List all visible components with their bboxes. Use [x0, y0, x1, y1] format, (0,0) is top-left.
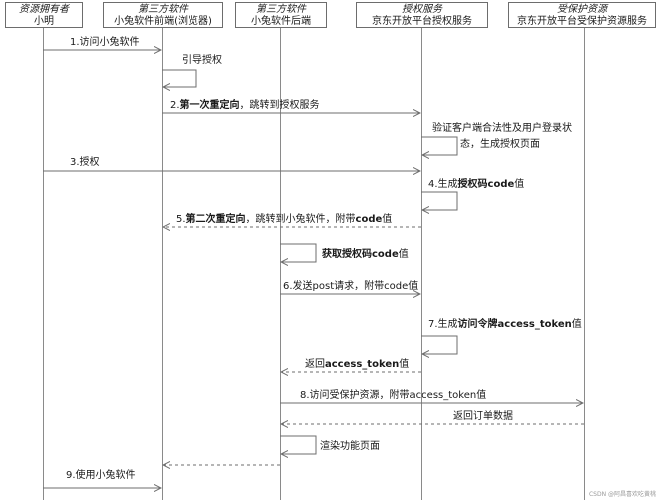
self-message-arrow	[162, 69, 197, 87]
message-label: 返回access_token值	[305, 357, 409, 370]
message-label: 引导授权	[182, 53, 222, 66]
participant-role: 授权服务	[402, 4, 442, 15]
self-message-arrow	[421, 335, 458, 354]
message-label: 渲染功能页面	[320, 439, 380, 452]
participant-role: 第三方软件	[256, 4, 306, 15]
participant-role: 第三方软件	[138, 4, 188, 15]
participant-name: 小明	[34, 16, 54, 27]
participant-frontend: 第三方软件 小兔软件前端(浏览器)	[103, 2, 223, 28]
message-label: 获取授权码code值	[321, 247, 409, 260]
self-message-arrow	[280, 435, 317, 454]
message-label: 1.访问小兔软件	[70, 35, 140, 48]
participant-resource-owner: 资源拥有者 小明	[5, 2, 83, 28]
message-label: 3.授权	[70, 155, 100, 168]
participant-role: 受保护资源	[557, 4, 607, 15]
lifeline-resource-owner	[43, 28, 44, 500]
lifeline-auth-service	[421, 28, 422, 500]
message-label: 返回订单数据	[453, 409, 513, 422]
message-label: 9.使用小兔软件	[66, 468, 136, 481]
message-label: 7.生成访问令牌access_token值	[428, 317, 582, 330]
lifeline-frontend	[162, 28, 163, 500]
lifeline-resource-service	[584, 28, 585, 500]
participant-name: 小兔软件前端(浏览器)	[114, 16, 212, 27]
message-label-line2: 态，生成授权页面	[460, 137, 540, 150]
message-label: 5.第二次重定向，跳转到小兔软件，附带code值	[176, 212, 392, 225]
self-message-arrow	[421, 191, 458, 210]
message-label: 验证客户端合法性及用户登录状	[432, 121, 572, 134]
participant-resource-service: 受保护资源 京东开放平台受保护资源服务	[508, 2, 656, 28]
participant-backend: 第三方软件 小兔软件后端	[235, 2, 327, 28]
participant-name: 京东开放平台授权服务	[372, 16, 472, 27]
participant-name: 小兔软件后端	[251, 16, 311, 27]
participant-auth-service: 授权服务 京东开放平台授权服务	[356, 2, 488, 28]
self-message-arrow	[421, 136, 458, 155]
message-label: 4.生成授权码code值	[428, 177, 524, 190]
message-label: 8.访问受保护资源，附带access_token值	[300, 388, 486, 401]
self-message-arrow	[280, 243, 317, 262]
watermark: CSDN @阿昌喜欢吃黄桃	[588, 491, 656, 498]
participant-role: 资源拥有者	[19, 4, 69, 15]
participant-name: 京东开放平台受保护资源服务	[517, 16, 647, 27]
message-label: 2.第一次重定向，跳转到授权服务	[170, 98, 320, 111]
message-label: 6.发送post请求，附带code值	[283, 279, 418, 292]
